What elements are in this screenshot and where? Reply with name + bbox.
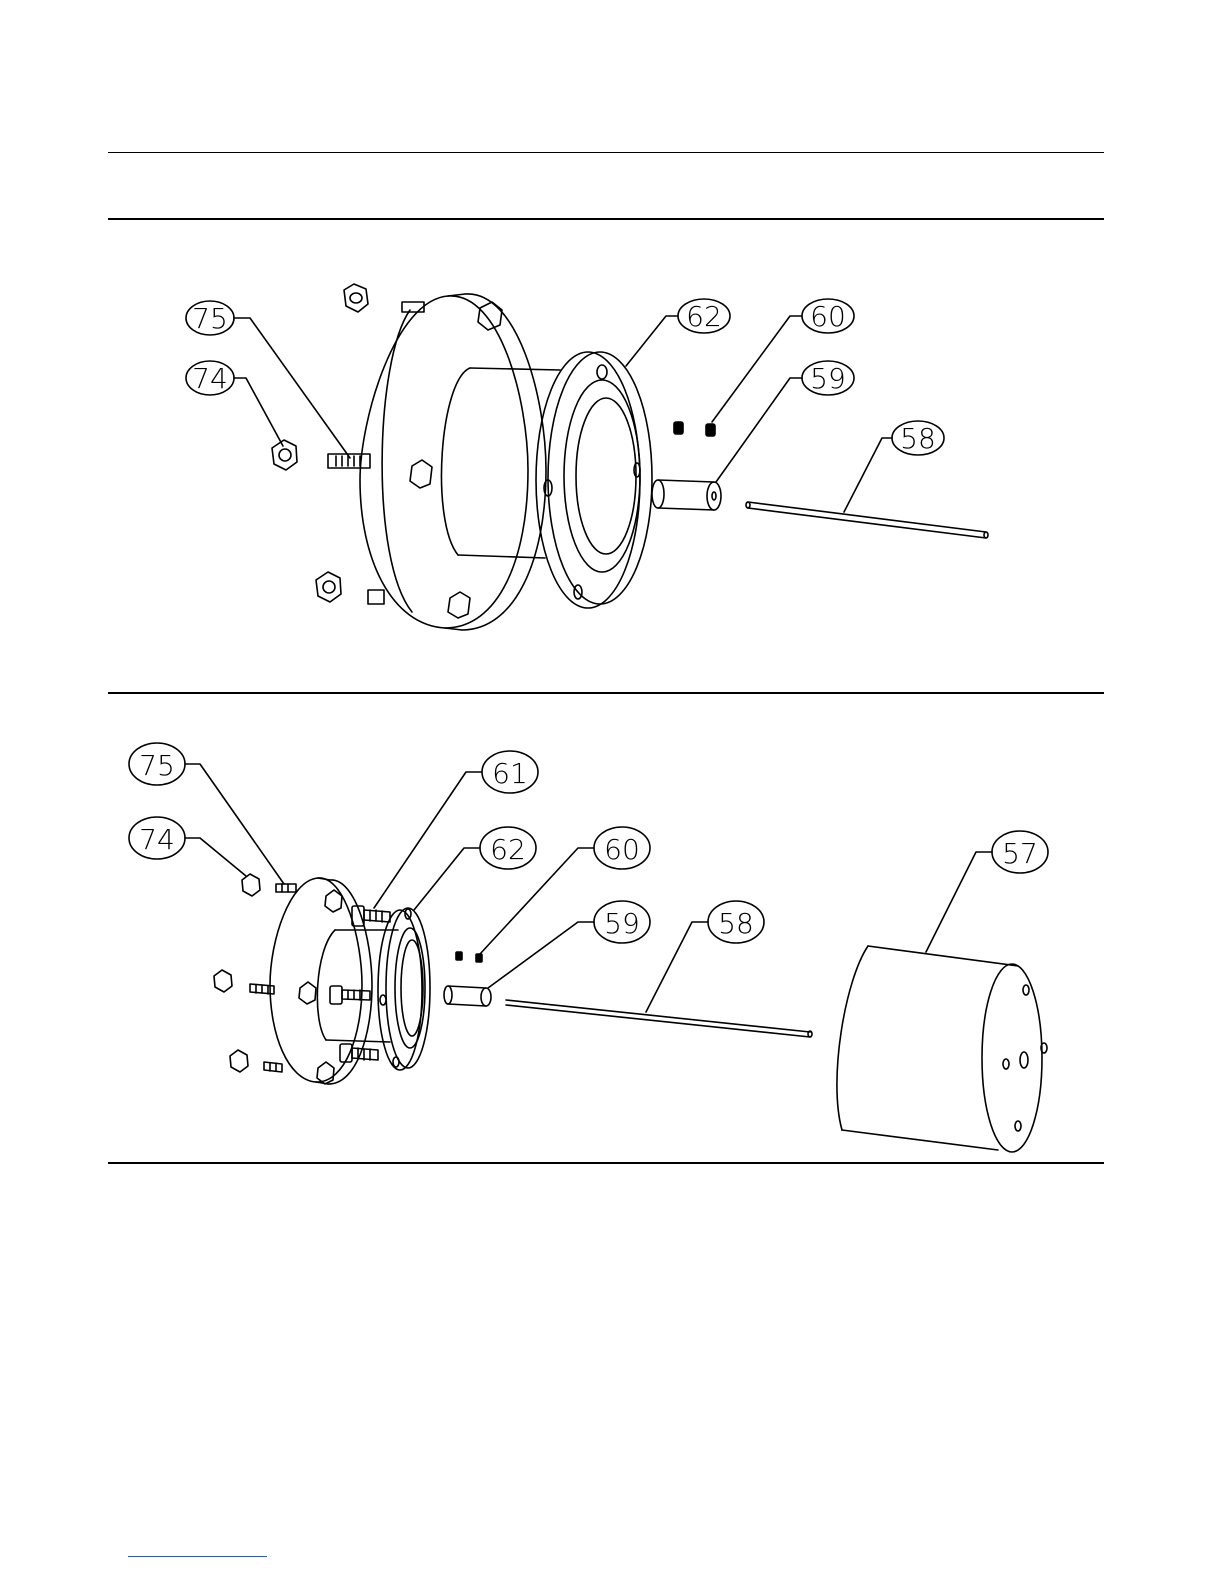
svg-text:58: 58 [718, 907, 754, 940]
upper-coupling [652, 480, 721, 510]
upper-shaft [746, 502, 988, 538]
upper-studs [328, 302, 424, 604]
upper-small-flange [536, 352, 652, 608]
upper-callout-62: 62 [626, 299, 730, 366]
lower-small-flange [378, 908, 430, 1070]
lower-studs [250, 884, 296, 1072]
svg-text:61: 61 [492, 757, 528, 790]
upper-callout-59: 59 [716, 361, 854, 482]
svg-text:59: 59 [604, 907, 640, 940]
lower-coupling [444, 986, 491, 1006]
lower-nuts [214, 874, 260, 1072]
upper-callout-58: 58 [844, 421, 944, 512]
svg-text:60: 60 [604, 833, 640, 866]
upper-exploded-view: 75 74 62 60 59 58 [186, 284, 988, 630]
lower-callout-59: 59 [488, 901, 650, 988]
svg-text:57: 57 [1002, 837, 1038, 870]
svg-text:75: 75 [192, 302, 228, 335]
lower-callout-75: 75 [129, 743, 284, 884]
lower-callout-61: 61 [374, 751, 538, 908]
svg-text:62: 62 [490, 833, 526, 866]
upper-nuts [272, 284, 368, 602]
lower-callout-62: 62 [414, 827, 536, 910]
upper-set-screws [674, 422, 715, 436]
svg-text:74: 74 [139, 823, 175, 856]
upper-hub [441, 368, 560, 558]
svg-text:75: 75 [139, 749, 175, 782]
upper-callout-74: 74 [186, 361, 283, 446]
svg-text:59: 59 [810, 362, 846, 395]
svg-text:74: 74 [192, 362, 228, 395]
upper-large-flange [360, 294, 546, 630]
lower-exploded-view: 75 74 61 62 60 59 58 [129, 743, 1048, 1152]
svg-text:62: 62 [686, 300, 722, 333]
lower-callout-74: 74 [129, 817, 246, 876]
lower-callout-57: 57 [926, 831, 1048, 952]
lower-callout-58: 58 [646, 901, 764, 1012]
svg-text:60: 60 [810, 300, 846, 333]
svg-text:58: 58 [900, 422, 936, 455]
lower-housing [837, 946, 1047, 1152]
lower-large-flange [270, 878, 372, 1084]
lower-set-screws [456, 952, 482, 962]
lower-shaft [506, 1000, 812, 1037]
footer-link-underline[interactable] [128, 1556, 267, 1557]
